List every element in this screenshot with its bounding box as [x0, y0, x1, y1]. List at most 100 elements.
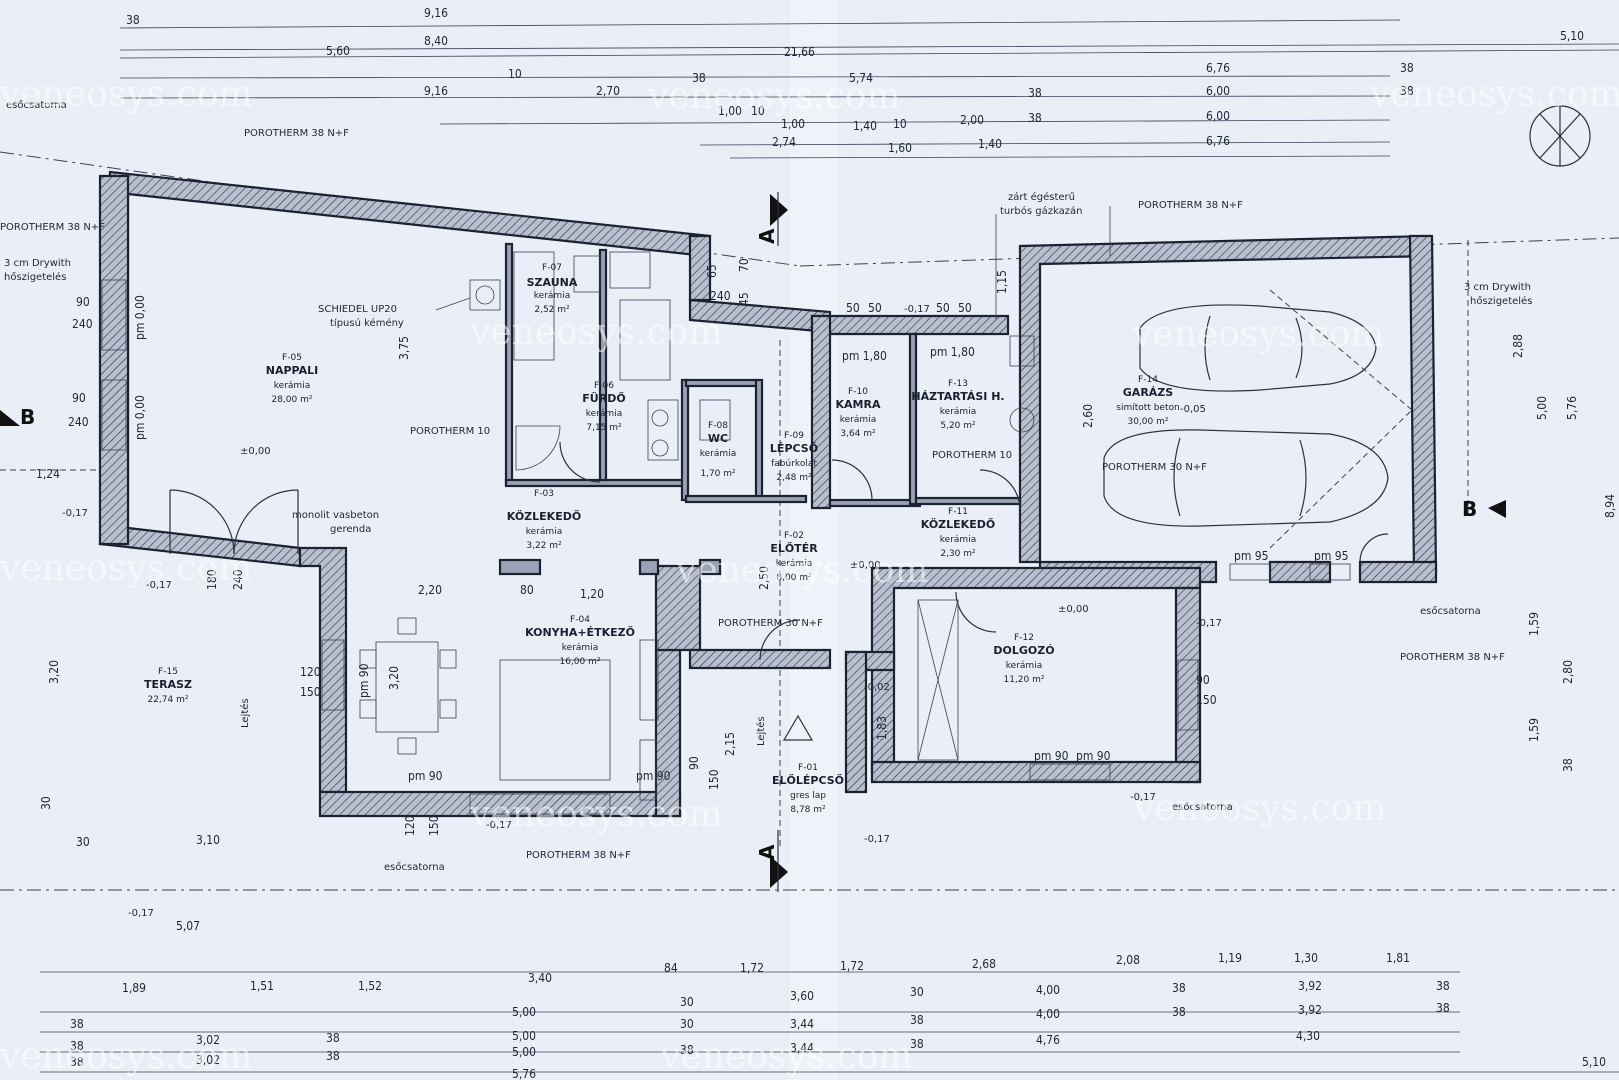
dim-label: 38 — [1172, 1005, 1186, 1019]
dim-label: 80 — [520, 583, 534, 597]
dim-label: 3,20 — [47, 660, 61, 684]
room-f15-area: 22,74 m² — [147, 695, 188, 705]
dim-label: 3,10 — [196, 833, 220, 847]
dim-label: 1,15 — [995, 270, 1009, 294]
bottom-dimension-text: 1,89 1,51 1,52 3,40 84 1,72 1,72 2,68 2,… — [70, 951, 1606, 1080]
note-boiler: turbós gázkazán — [1000, 205, 1082, 217]
dim-label: 4,76 — [1036, 1033, 1060, 1047]
dim-label: 3,02 — [196, 1053, 220, 1067]
dim-label: 38 — [70, 1017, 84, 1031]
room-f06-area: 7,15 m² — [586, 423, 622, 433]
dim-label: 38 — [1028, 111, 1042, 125]
dim-label: 65 — [705, 264, 719, 278]
room-f01-finish: gres lap — [790, 791, 826, 801]
note-wall-type: POROTHERM 38 N+F — [244, 128, 349, 139]
interior-walls — [498, 242, 1022, 576]
north-arrow-icon — [1529, 105, 1591, 167]
dim-label: 2,60 — [1081, 404, 1095, 428]
dim-label: pm 90 — [1076, 749, 1111, 763]
dim-label: 3,44 — [790, 1017, 814, 1031]
room-f07-code: F-07 — [542, 263, 562, 273]
dim-label: 5,10 — [1560, 29, 1584, 43]
room-f06-name: FÜRDŐ — [582, 391, 625, 405]
dim-label: 90 — [1196, 673, 1210, 687]
note-chimney: típusú kémény — [330, 317, 404, 329]
dim-label: 38 — [70, 1039, 84, 1053]
dim-label: pm 90 — [357, 663, 371, 698]
dim-label: 38 — [1400, 61, 1414, 75]
dim-label: pm 95 — [1314, 549, 1349, 563]
note-boiler: zárt égésterű — [1008, 191, 1075, 203]
room-labels: F-05 NAPPALI kerámia 28,00 m² F-07 SZAUN… — [144, 263, 1180, 815]
note-gutter: esőcsatorna — [1420, 605, 1481, 617]
inner-dimension-text: 90 240 pm 0,00 90 240 pm 0,00 1,24 3,75 … — [36, 258, 1617, 933]
watermark-text: veneosys.com — [469, 794, 723, 835]
dim-label: pm 1,80 — [930, 345, 975, 359]
room-f15-name: TERASZ — [144, 678, 192, 691]
note-gutter: esőcsatorna — [6, 99, 67, 111]
dim-label: 1,00 — [781, 117, 805, 131]
dim-label: 1,72 — [840, 959, 864, 973]
dim-label: 30 — [680, 995, 694, 1009]
room-f01-code: F-01 — [798, 763, 818, 773]
note-insulation: 3 cm Drywith — [1464, 282, 1531, 293]
dim-label: 5,00 — [512, 1005, 536, 1019]
dim-label: 1,81 — [1386, 951, 1410, 965]
dim-label: 9,16 — [424, 6, 448, 20]
dim-label: 50 — [958, 301, 972, 315]
note-wall-type: POROTHERM 10 — [410, 426, 490, 437]
dim-label: 1,20 — [580, 587, 604, 601]
note-chimney: SCHIEDEL UP20 — [318, 304, 397, 315]
dim-label: 1,00 — [718, 104, 742, 118]
dim-label: 3,92 — [1298, 979, 1322, 993]
level-mark: -0,02 — [864, 682, 890, 693]
dim-label: 1,30 — [1294, 951, 1318, 965]
room-f09-name: LÉPCSŐ — [770, 441, 818, 455]
dim-label: pm 90 — [636, 769, 671, 783]
paper-fold-highlight — [790, 0, 838, 1080]
room-f14-finish: simított beton — [1116, 403, 1179, 413]
note-gutter: esőcsatorna — [384, 861, 445, 873]
note-wall-type: POROTHERM 10 — [932, 450, 1012, 461]
dim-label: 10 — [508, 67, 522, 81]
level-mark: -0,17 — [1196, 618, 1222, 629]
room-f15-code: F-15 — [158, 667, 178, 677]
room-f03-area: 3,22 m² — [526, 541, 562, 551]
dim-label: 240 — [231, 569, 245, 590]
dim-label: 70 — [737, 258, 751, 272]
room-f13-finish: kerámia — [940, 407, 976, 417]
dim-label: 30 — [39, 796, 53, 810]
room-f14-code: F-14 — [1138, 375, 1158, 385]
dim-label: pm 95 — [1234, 549, 1269, 563]
watermark-text: veneosys.com — [469, 312, 723, 353]
exterior-walls — [98, 170, 1438, 818]
dim-label: 30 — [910, 985, 924, 999]
dim-label: 50 — [868, 301, 882, 315]
note-slope: Lejtés — [239, 698, 251, 728]
note-insulation: hőszigetelés — [1470, 295, 1532, 307]
dim-label: 5,07 — [176, 919, 200, 933]
room-f10-name: KAMRA — [836, 398, 881, 411]
note-wall-type: POROTHERM 30 N+F — [1102, 462, 1207, 473]
room-f08-code: F-08 — [708, 421, 728, 431]
dim-label: 38 — [70, 1055, 84, 1069]
section-marks: A A B B — [0, 192, 1506, 892]
note-wall-type: POROTHERM 38 N+F — [1400, 652, 1505, 663]
top-dimension-lines — [119, 19, 1619, 159]
dim-label: 2,70 — [596, 84, 620, 98]
room-f03-code: F-03 — [534, 489, 554, 499]
dim-label: 38 — [326, 1049, 340, 1063]
dim-label: 38 — [1436, 1001, 1450, 1015]
room-f11-finish: kerámia — [940, 535, 976, 545]
section-mark-a-bottom: A — [755, 844, 779, 860]
note-beam: monolit vasbeton — [292, 510, 379, 521]
level-mark: -0,17 — [1130, 792, 1156, 803]
dim-label: 2,74 — [772, 135, 796, 149]
watermark-text: veneosys.com — [1369, 74, 1619, 115]
room-f14-area: 30,00 m² — [1127, 417, 1168, 427]
entrance-arrow-icon — [782, 714, 814, 741]
dim-label: 38 — [1436, 979, 1450, 993]
dim-label: 38 — [910, 1013, 924, 1027]
dim-label: 38 — [126, 13, 140, 27]
watermark-text: veneosys.com — [0, 74, 253, 115]
